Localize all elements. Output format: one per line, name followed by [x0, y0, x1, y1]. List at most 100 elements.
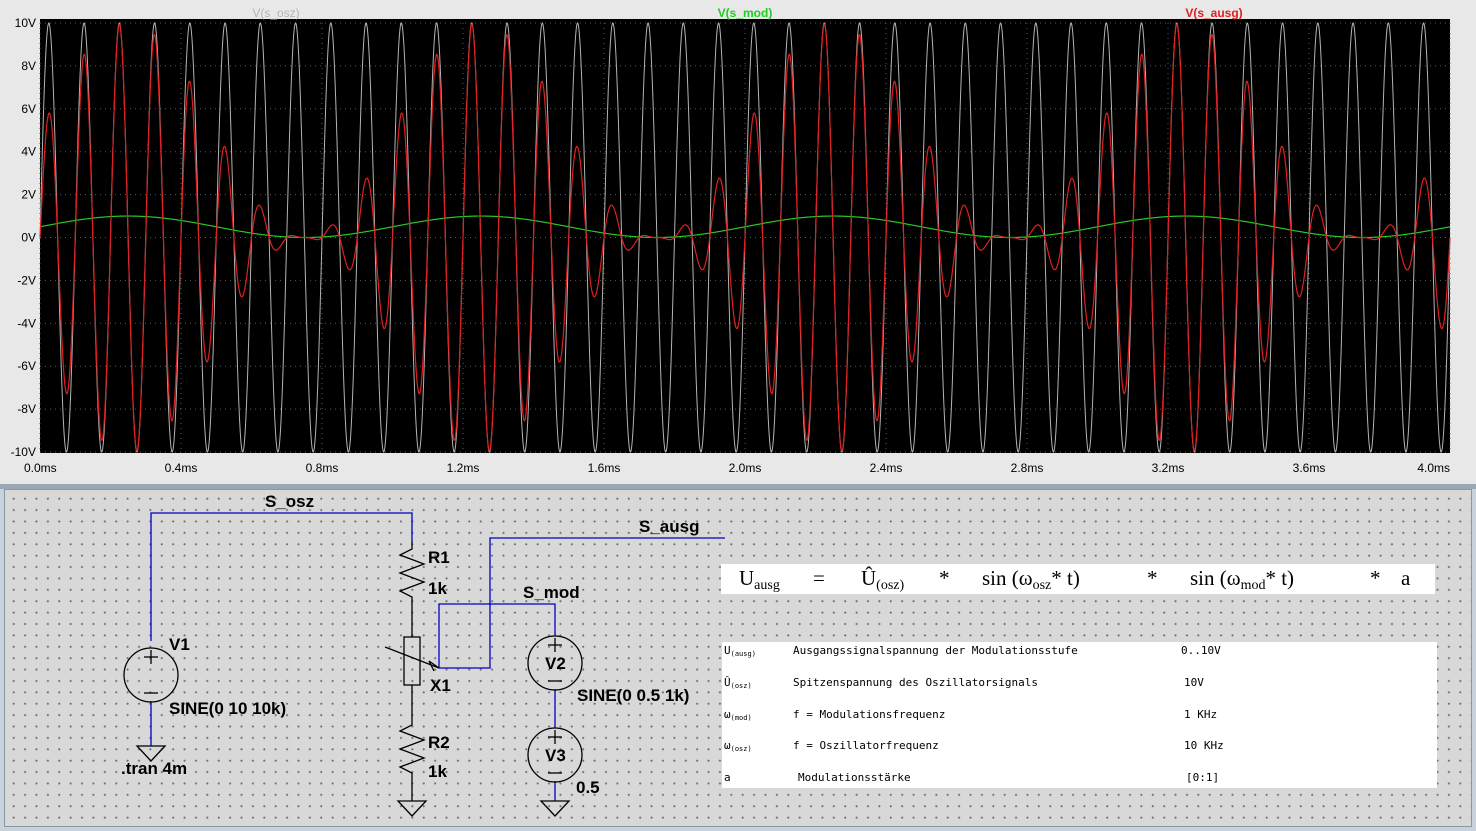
legend-value: 10V	[1184, 676, 1204, 689]
v1-name[interactable]: V1	[169, 635, 190, 654]
legend-value: 10 KHz	[1184, 739, 1224, 752]
formula-u-hat-sub: (osz)	[876, 578, 905, 593]
trace-label-v-s-osz[interactable]: V(s_osz)	[252, 6, 299, 20]
legend-symbol-sub: (osz)	[730, 745, 752, 753]
resistor-r2-symbol[interactable]	[398, 685, 426, 801]
wire-s-mod[interactable]	[438, 603, 556, 668]
y-tick-label: 2V	[21, 188, 36, 202]
potentiometer-x1-symbol[interactable]	[403, 636, 421, 686]
grounds	[135, 745, 571, 817]
formula-sin-mod-head: sin (ω	[1190, 566, 1241, 590]
net-label-s-ausg[interactable]: S_ausg	[639, 517, 699, 536]
passive-components	[384, 541, 440, 801]
legend-symbol-main: Û	[724, 676, 731, 689]
legend-row: a Modulationsstärke [0:1]	[722, 771, 1437, 787]
formula-u-hat-symbol: Û	[861, 566, 877, 590]
voltage-source-v2-symbol[interactable]	[527, 635, 583, 691]
formula-u-hat: Û(osz)	[861, 566, 904, 594]
x-tick-label: 0.0ms	[24, 461, 57, 475]
r2-name[interactable]: R2	[428, 733, 450, 752]
sources	[123, 635, 583, 783]
x-tick-label: 2.4ms	[870, 461, 903, 475]
formula-lhs: Uausg	[739, 566, 780, 594]
legend-row: ω(mod) f = Modulationsfrequenz 1 KHz	[722, 708, 1437, 724]
ground-symbol[interactable]	[135, 745, 167, 762]
x-tick-label: 0.8ms	[306, 461, 339, 475]
formula-multiply-1: *	[939, 566, 950, 590]
formula-comment[interactable]: Uausg = Û(osz) * sin (ωosz* t) * sin (ωm…	[721, 564, 1435, 594]
legend-description: Spitzenspannung des Oszillatorsignals	[793, 676, 1039, 689]
pot-wiper	[384, 646, 440, 669]
v3-value[interactable]: 0.5	[576, 778, 600, 797]
voltage-source-v1-symbol[interactable]	[123, 647, 179, 703]
legend-row: Û(osz) Spitzenspannung des Oszillatorsig…	[722, 676, 1437, 692]
v2-value[interactable]: SINE(0 0.5 1k)	[577, 686, 689, 705]
r2-value[interactable]: 1k	[428, 762, 447, 781]
formula-a: a	[1401, 566, 1411, 590]
voltage-source-v3-symbol[interactable]	[527, 727, 583, 783]
trace-label-v-s-ausg[interactable]: V(s_ausg)	[1185, 6, 1242, 20]
legend-value: [0:1]	[1186, 771, 1220, 784]
x-tick-label: 2.0ms	[729, 461, 762, 475]
legend-symbol: ω(mod)	[724, 708, 752, 722]
legend-symbol: ω(osz)	[724, 739, 752, 753]
formula-lhs-symbol: U	[739, 566, 755, 590]
pane-splitter[interactable]	[0, 484, 1476, 489]
formula-equals: =	[813, 566, 825, 590]
wires	[150, 512, 725, 801]
ground-symbol[interactable]	[539, 800, 571, 817]
legend-symbol-main: U	[724, 644, 731, 657]
wire-s-ausg[interactable]	[439, 537, 725, 669]
formula-sin-osz-sub: osz	[1032, 578, 1052, 593]
y-tick-label: 4V	[21, 145, 36, 159]
legend-symbol-sub: (ausg)	[730, 650, 756, 658]
x-tick-label: 1.2ms	[447, 461, 480, 475]
schematic-drawing[interactable]: S_osz S_ausg S_mod V1 SINE(0 10 10k) R1 …	[5, 490, 1472, 827]
trace-label-v-s-mod[interactable]: V(s_mod)	[718, 6, 773, 20]
ground-symbol[interactable]	[396, 800, 428, 817]
legend-symbol-main: ω	[724, 708, 731, 721]
r1-value[interactable]: 1k	[428, 579, 447, 598]
formula-multiply-2: *	[1147, 566, 1158, 590]
net-label-s-osz[interactable]: S_osz	[265, 492, 314, 511]
v2-name[interactable]: V2	[545, 654, 566, 673]
y-tick-label: -6V	[17, 359, 36, 373]
v3-name[interactable]: V3	[545, 746, 566, 765]
y-tick-label: -10V	[11, 445, 36, 459]
x-tick-label: 3.6ms	[1293, 461, 1326, 475]
legend-symbol: Û(osz)	[724, 676, 752, 690]
legend-symbol: a	[724, 771, 731, 785]
formula-multiply-3: *	[1370, 566, 1381, 590]
resistor-r1-symbol[interactable]	[398, 541, 426, 637]
r1-name[interactable]: R1	[428, 548, 450, 567]
symbol-legend-comment[interactable]: U(ausg) Ausgangssignalspannung der Modul…	[722, 642, 1437, 788]
x-tick-label: 2.8ms	[1011, 461, 1044, 475]
y-tick-label: 10V	[15, 16, 36, 30]
y-tick-label: -2V	[17, 273, 36, 287]
wire-s-osz[interactable]	[150, 512, 413, 641]
formula-sin-osz-head: sin (ω	[982, 566, 1033, 590]
y-tick-label: -8V	[17, 402, 36, 416]
formula-sin-osz: sin (ωosz* t)	[982, 566, 1080, 594]
legend-symbol-main: ω	[724, 739, 731, 752]
y-tick-label: 0V	[21, 231, 36, 245]
legend-description: f = Modulationsfrequenz	[793, 708, 946, 721]
legend-symbol-sub: (osz)	[730, 682, 752, 690]
tran-directive[interactable]: .tran 4m	[121, 759, 187, 778]
x1-name[interactable]: X1	[430, 676, 451, 695]
legend-description: Ausgangssignalspannung der Modulationsst…	[793, 644, 1078, 657]
trace-v-s-ausg	[39, 23, 1451, 452]
legend-symbol-main: a	[724, 771, 731, 784]
formula-sin-mod: sin (ωmod* t)	[1190, 566, 1294, 594]
y-tick-label: -4V	[17, 316, 36, 330]
net-label-s-mod[interactable]: S_mod	[523, 583, 580, 602]
legend-symbol-sub: (mod)	[730, 714, 752, 722]
legend-value: 0..10V	[1181, 644, 1221, 657]
formula-sin-osz-tail: * t)	[1051, 566, 1080, 590]
legend-description: f = Oszillatorfrequenz	[793, 739, 939, 752]
y-tick-label: 8V	[21, 59, 36, 73]
v1-value[interactable]: SINE(0 10 10k)	[169, 699, 286, 718]
